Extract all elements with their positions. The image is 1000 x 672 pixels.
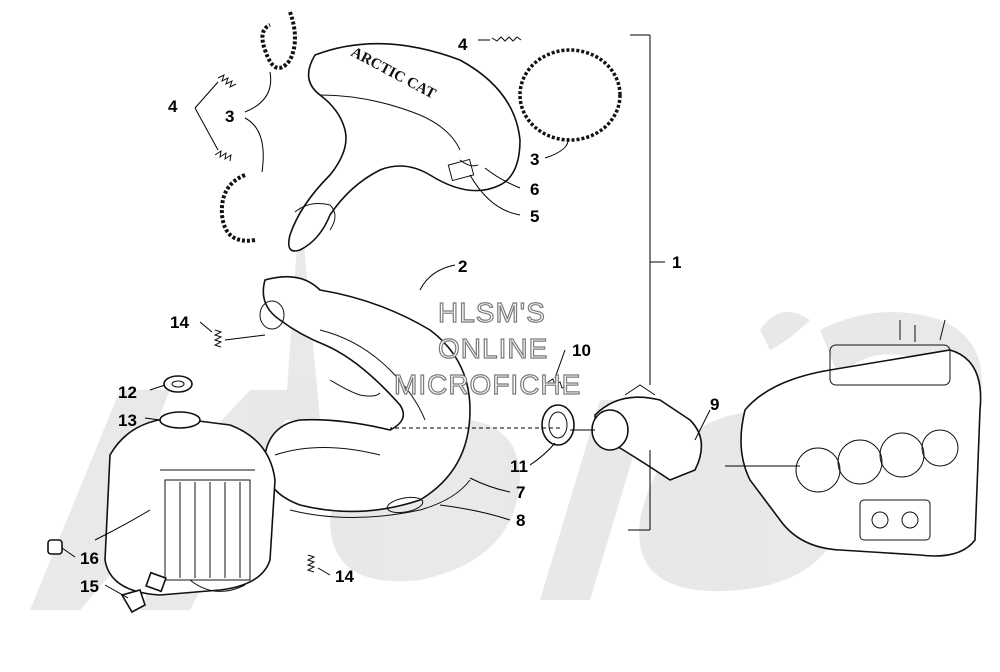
clamp-chain-top-left [260, 11, 297, 70]
spring-14-upper [213, 329, 223, 348]
callout-6: 6 [530, 180, 539, 199]
grommet-12 [163, 375, 193, 393]
text-watermark: HLSM'S ONLINE MICROFICHE [393, 296, 581, 400]
callout-1: 1 [672, 253, 681, 272]
callout-3-right: 3 [530, 150, 539, 169]
callout-4-top: 4 [458, 35, 468, 54]
leader-lines [61, 39, 800, 599]
gasket-ring [541, 404, 575, 446]
spring-mid-left [214, 149, 232, 162]
clip-16 [47, 539, 63, 555]
callout-13: 13 [118, 411, 137, 430]
engine-block [740, 319, 982, 557]
callout-2: 2 [458, 257, 467, 276]
clamp-chain-ring [518, 48, 622, 142]
spring-top-center [491, 36, 522, 42]
callout-16: 16 [80, 549, 99, 568]
callout-15: 15 [80, 577, 99, 596]
callout-7: 7 [516, 483, 525, 502]
muffler [104, 411, 276, 596]
exhaust-manifold [591, 384, 703, 481]
callout-12: 12 [118, 383, 137, 402]
expansion-chamber [259, 275, 471, 518]
watermark-line-3: MICROFICHE [394, 369, 581, 400]
callout-labels: 1 2 3 3 4 4 5 6 7 8 9 10 11 12 13 14 14 … [80, 35, 719, 596]
spring-10 [547, 378, 568, 389]
callout-10: 10 [572, 341, 591, 360]
spring-14-lower [306, 554, 316, 573]
watermark-line-1: HLSM'S [438, 297, 546, 328]
watermark-line-2: ONLINE [438, 333, 548, 364]
callout-11: 11 [510, 457, 528, 476]
callout-4-left: 4 [168, 97, 178, 116]
callout-14-lower: 14 [335, 567, 354, 586]
assembly-bracket [628, 34, 665, 531]
clamp-chain-left [219, 173, 256, 243]
heat-shield: ARCTIC CAT [287, 42, 521, 252]
heat-shield-decal [447, 158, 475, 182]
callout-5: 5 [530, 207, 539, 226]
callout-3-left: 3 [225, 107, 234, 126]
spring-top-left [217, 74, 237, 88]
callout-8: 8 [516, 511, 525, 530]
callout-9: 9 [710, 395, 719, 414]
bracket-15 [120, 589, 146, 614]
callout-14-upper: 14 [170, 313, 189, 332]
